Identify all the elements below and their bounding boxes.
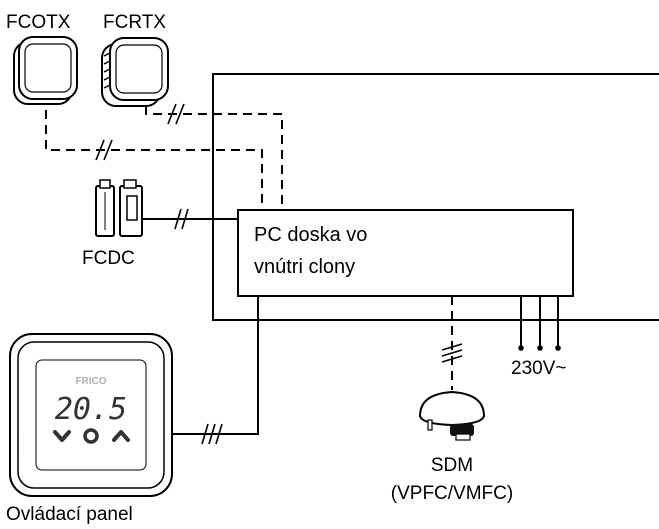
air-curtain-outline (212, 73, 659, 321)
fcrtx-label: FCRTX (103, 12, 166, 33)
cable-marker-fcdc (174, 208, 189, 230)
fcdc-door-contact (95, 179, 143, 237)
power-wires (520, 296, 559, 346)
voltage-label: 230V~ (511, 358, 566, 379)
fcrtx-dashed-link (145, 106, 283, 210)
fcotx-label: FCOTX (6, 12, 71, 33)
fcdc-label: FCDC (82, 248, 135, 269)
fcrtx-sensor (101, 37, 169, 107)
pc-board-label-line2: vnútri clony (254, 256, 355, 278)
sdm-label-line1: SDM (431, 455, 473, 476)
power-terminals (518, 345, 561, 351)
cable-marker-fcotx (95, 139, 113, 161)
control-panel (9, 333, 173, 497)
panel-label: Ovládací panel (6, 504, 133, 525)
pc-board-box (237, 209, 574, 297)
cable-marker-sdm (441, 343, 463, 363)
pc-board-label-line1: PC doska vo (254, 224, 367, 246)
fcotx-sensor (13, 36, 78, 105)
panel-wire (172, 296, 259, 435)
temperature-display: 20.5 (55, 392, 127, 427)
chevron-up-icon[interactable] (112, 430, 130, 442)
brand-logo: FRICO (75, 376, 106, 387)
circle-button-icon[interactable] (83, 428, 99, 444)
cable-marker-fcrtx (167, 103, 185, 125)
cable-marker-panel (201, 423, 223, 445)
fcotx-dashed-link (45, 110, 263, 210)
sdm-label-line2: (VPFC/VMFC) (391, 483, 513, 504)
sdm-module (418, 390, 486, 441)
chevron-down-icon[interactable] (53, 430, 71, 442)
